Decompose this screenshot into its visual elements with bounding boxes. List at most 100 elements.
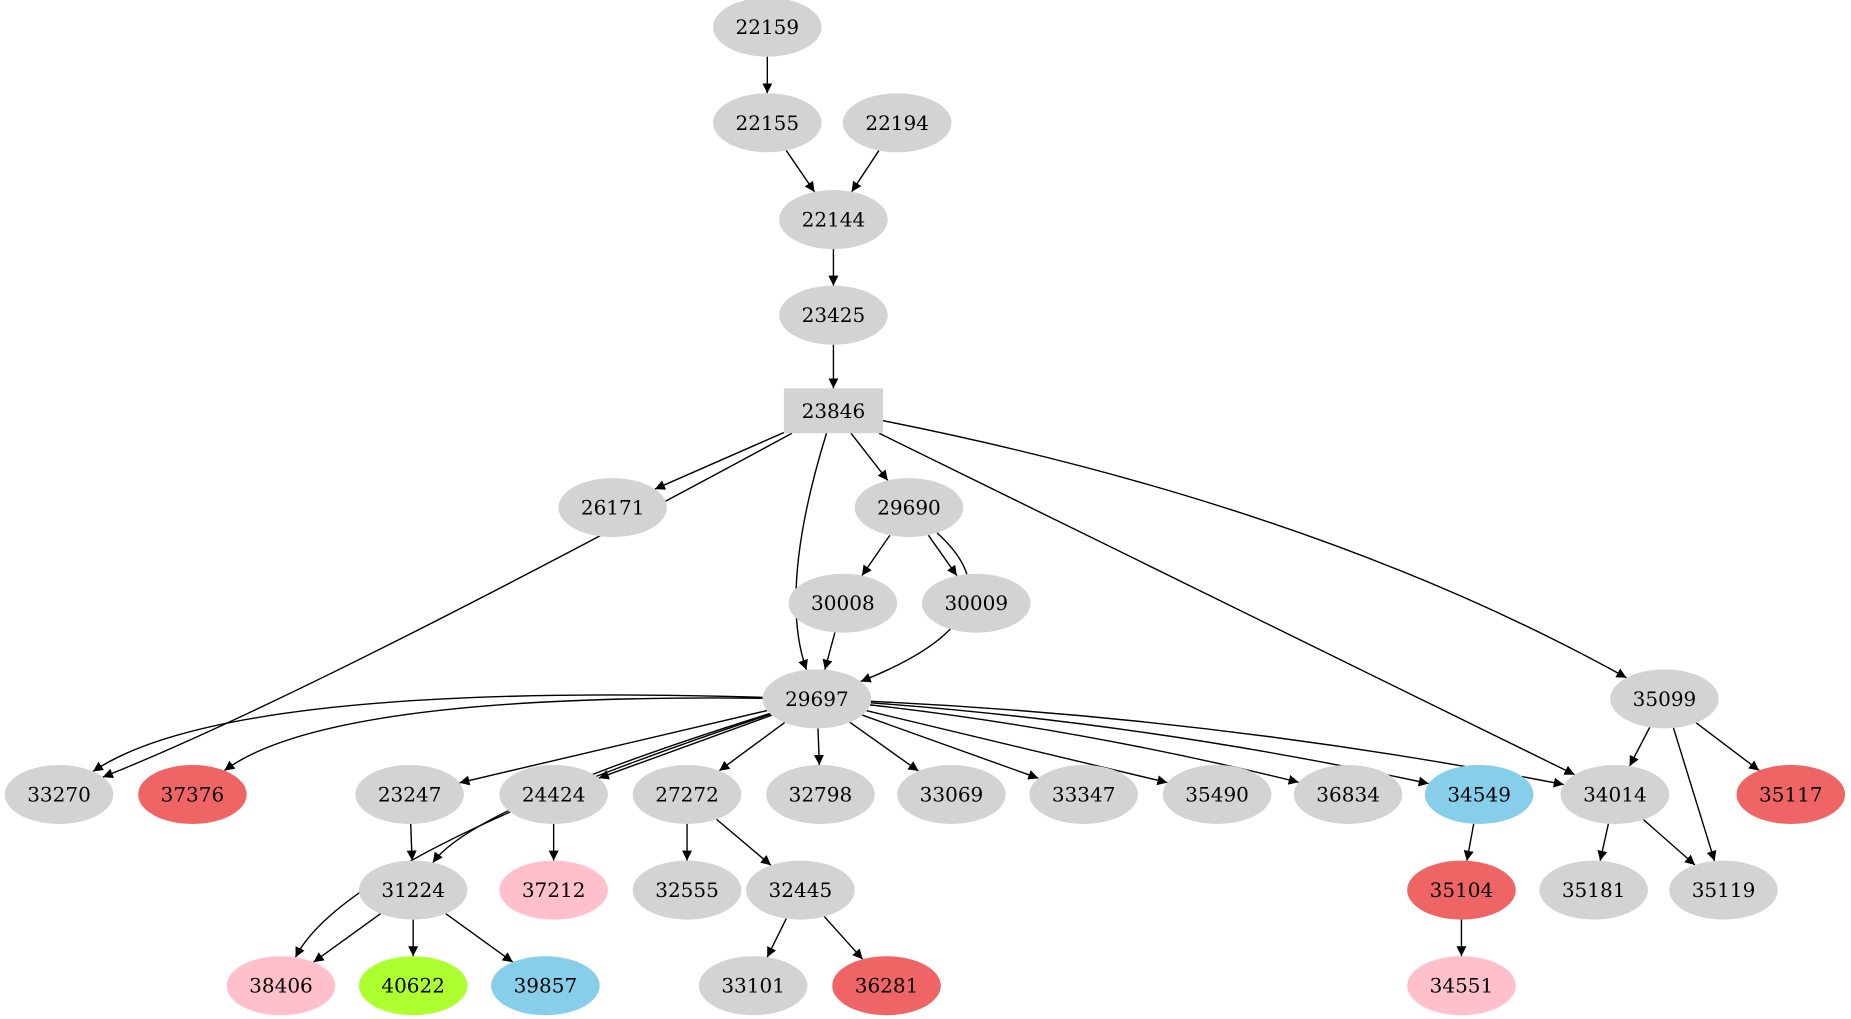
node-27272[interactable]: 27272 <box>632 764 742 824</box>
node-38406[interactable]: 38406 <box>226 956 336 1016</box>
edge-29690-to-30008 <box>861 534 891 576</box>
node-24424[interactable]: 24424 <box>499 764 608 824</box>
node-35104[interactable]: 35104 <box>1407 860 1516 920</box>
node-29690[interactable]: 29690 <box>854 478 964 538</box>
node-label: 23846 <box>802 399 866 423</box>
nodes-layer: 22159 22155 22194 22144 23425 23846 26171 29690… <box>4 0 1846 1016</box>
node-36281[interactable]: 36281 <box>832 956 941 1016</box>
node-label: 30008 <box>811 591 875 615</box>
node-label: 22144 <box>802 208 866 232</box>
node-ellipse-shape <box>1669 860 1778 920</box>
edge-29697-to-33347 <box>861 714 1039 780</box>
node-label: 33101 <box>721 974 785 998</box>
node-32798[interactable]: 32798 <box>766 764 875 824</box>
node-label: 35490 <box>1185 782 1249 806</box>
node-29697[interactable]: 29697 <box>762 669 872 729</box>
node-35099[interactable]: 35099 <box>1610 669 1719 729</box>
node-label: 34014 <box>1583 782 1647 806</box>
node-23425[interactable]: 23425 <box>779 285 888 345</box>
node-33101[interactable]: 33101 <box>698 956 808 1016</box>
node-33069[interactable]: 33069 <box>897 764 1006 824</box>
node-23247[interactable]: 23247 <box>355 764 464 824</box>
node-40622[interactable]: 40622 <box>358 956 468 1016</box>
node-label: 33347 <box>1052 782 1116 806</box>
node-ellipse-shape <box>499 860 608 920</box>
node-34551[interactable]: 34551 <box>1407 956 1516 1016</box>
node-22194[interactable]: 22194 <box>842 93 952 153</box>
node-ellipse-shape <box>138 764 247 824</box>
node-ellipse-shape <box>921 573 1031 633</box>
node-ellipse-shape <box>1407 860 1516 920</box>
node-ellipse-shape <box>779 190 888 250</box>
node-label: 32798 <box>789 782 853 806</box>
edge-30008-to-29697 <box>822 632 836 670</box>
edge-34014-to-35181 <box>1597 823 1610 861</box>
node-35119[interactable]: 35119 <box>1669 860 1778 920</box>
node-label: 29697 <box>785 687 849 711</box>
node-ellipse-shape <box>746 860 855 920</box>
node-32445[interactable]: 32445 <box>746 860 855 920</box>
edge-29690-to-30009 <box>927 534 958 577</box>
edge-23846-to-35099 <box>882 419 1627 679</box>
node-36834[interactable]: 36834 <box>1293 764 1403 824</box>
node-ellipse-shape <box>1560 764 1670 824</box>
node-label: 36834 <box>1316 782 1380 806</box>
node-ellipse-shape <box>632 860 742 920</box>
node-34014[interactable]: 34014 <box>1560 764 1670 824</box>
node-ellipse-shape <box>854 478 964 538</box>
node-26171[interactable]: 26171 <box>558 478 667 538</box>
node-label: 22194 <box>865 111 929 135</box>
node-ellipse-shape <box>1610 669 1719 729</box>
node-33347[interactable]: 33347 <box>1029 764 1138 824</box>
node-23846[interactable]: 23846 <box>783 388 884 434</box>
node-22159[interactable]: 22159 <box>713 0 822 57</box>
node-35181[interactable]: 35181 <box>1539 860 1648 920</box>
node-30008[interactable]: 30008 <box>788 573 898 633</box>
node-35117[interactable]: 35117 <box>1736 764 1846 824</box>
edge-23846-to-29690 <box>850 432 889 481</box>
edge-23846-to-26171 <box>654 431 785 490</box>
node-box-shape <box>783 388 884 434</box>
node-label: 35119 <box>1692 878 1756 902</box>
node-label: 26171 <box>581 496 645 520</box>
node-30009[interactable]: 30009 <box>921 573 1031 633</box>
node-ellipse-shape <box>226 956 336 1016</box>
edge-32445-to-36281 <box>823 916 864 960</box>
edge-34549-to-35104 <box>1463 823 1475 861</box>
node-ellipse-shape <box>558 478 667 538</box>
node-ellipse-shape <box>713 93 822 153</box>
node-ellipse-shape <box>698 956 808 1016</box>
node-33270[interactable]: 33270 <box>4 764 114 824</box>
node-label: 36281 <box>855 974 919 998</box>
edge-29697-to-24424 <box>598 714 772 780</box>
edge-35099-to-35119 <box>1672 727 1717 862</box>
node-37212[interactable]: 37212 <box>499 860 608 920</box>
edge-31224-to-39857 <box>445 913 514 963</box>
node-ellipse-shape <box>779 285 888 345</box>
edge-29697-to-27272 <box>718 722 786 772</box>
node-label: 33270 <box>27 782 91 806</box>
edge-23846-to-34014 <box>878 432 1575 776</box>
node-label: 38406 <box>249 974 313 998</box>
node-label: 33069 <box>920 782 984 806</box>
node-34549[interactable]: 34549 <box>1424 764 1534 824</box>
node-37376[interactable]: 37376 <box>138 764 247 824</box>
node-31224[interactable]: 31224 <box>358 860 468 920</box>
node-label: 40622 <box>381 974 445 998</box>
node-ellipse-shape <box>358 956 468 1016</box>
edge-29697-to-33270 <box>92 694 763 773</box>
node-32555[interactable]: 32555 <box>632 860 742 920</box>
edge-22194-to-22144 <box>851 150 880 193</box>
edge-23247-to-31224 <box>406 823 417 861</box>
edge-31224-to-38406 <box>313 913 381 963</box>
node-label: 31224 <box>381 878 445 902</box>
node-22155[interactable]: 22155 <box>713 93 822 153</box>
node-ellipse-shape <box>1029 764 1138 824</box>
node-39857[interactable]: 39857 <box>491 956 600 1016</box>
node-label: 22155 <box>736 111 800 135</box>
node-label: 22159 <box>736 15 800 39</box>
node-22144[interactable]: 22144 <box>779 190 888 250</box>
node-ellipse-shape <box>766 764 875 824</box>
node-35490[interactable]: 35490 <box>1162 764 1272 824</box>
